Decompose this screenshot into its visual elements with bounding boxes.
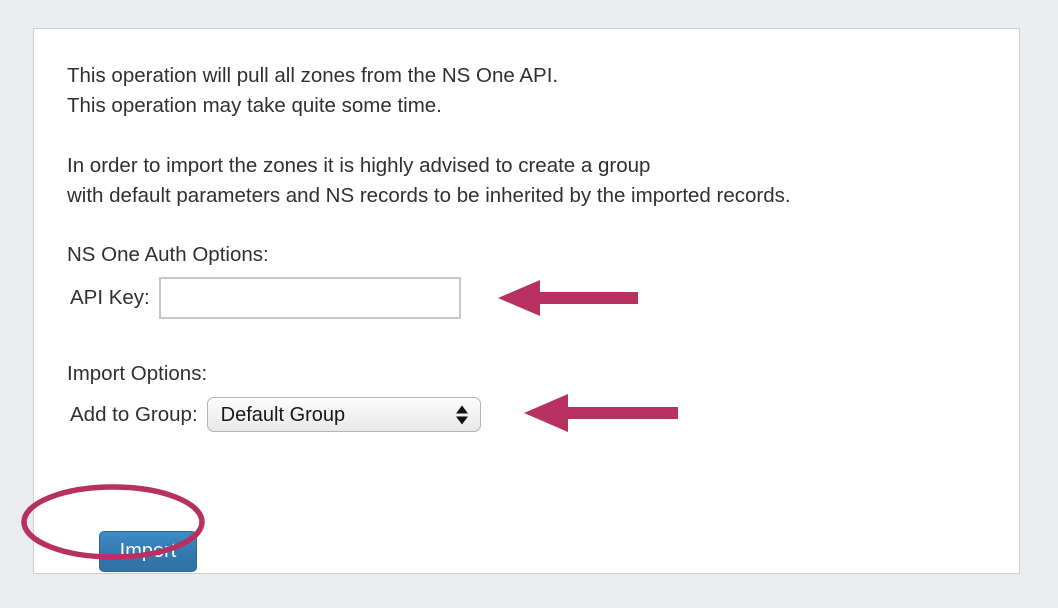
add-to-group-select[interactable]: Default Group [206, 397, 481, 432]
add-to-group-select-wrapper: Default Group [206, 397, 481, 432]
api-key-label: API Key: [70, 286, 150, 309]
advisory-line-2: with default parameters and NS records t… [67, 184, 791, 207]
api-key-input[interactable] [158, 277, 461, 319]
auth-options-heading: NS One Auth Options: [67, 243, 269, 266]
advisory-line-1: In order to import the zones it is highl… [67, 154, 651, 177]
advisory-text: In order to import the zones it is highl… [67, 151, 791, 211]
intro-text: This operation will pull all zones from … [67, 61, 558, 121]
add-to-group-label: Add to Group: [70, 402, 198, 426]
import-panel: This operation will pull all zones from … [33, 28, 1020, 574]
api-key-row: API Key: [70, 277, 461, 319]
import-button[interactable]: Import [99, 531, 197, 572]
intro-line-2: This operation may take quite some time. [67, 94, 442, 117]
add-to-group-row: Add to Group: Default Group [70, 397, 481, 432]
import-options-heading: Import Options: [67, 362, 208, 385]
intro-line-1: This operation will pull all zones from … [67, 64, 559, 87]
